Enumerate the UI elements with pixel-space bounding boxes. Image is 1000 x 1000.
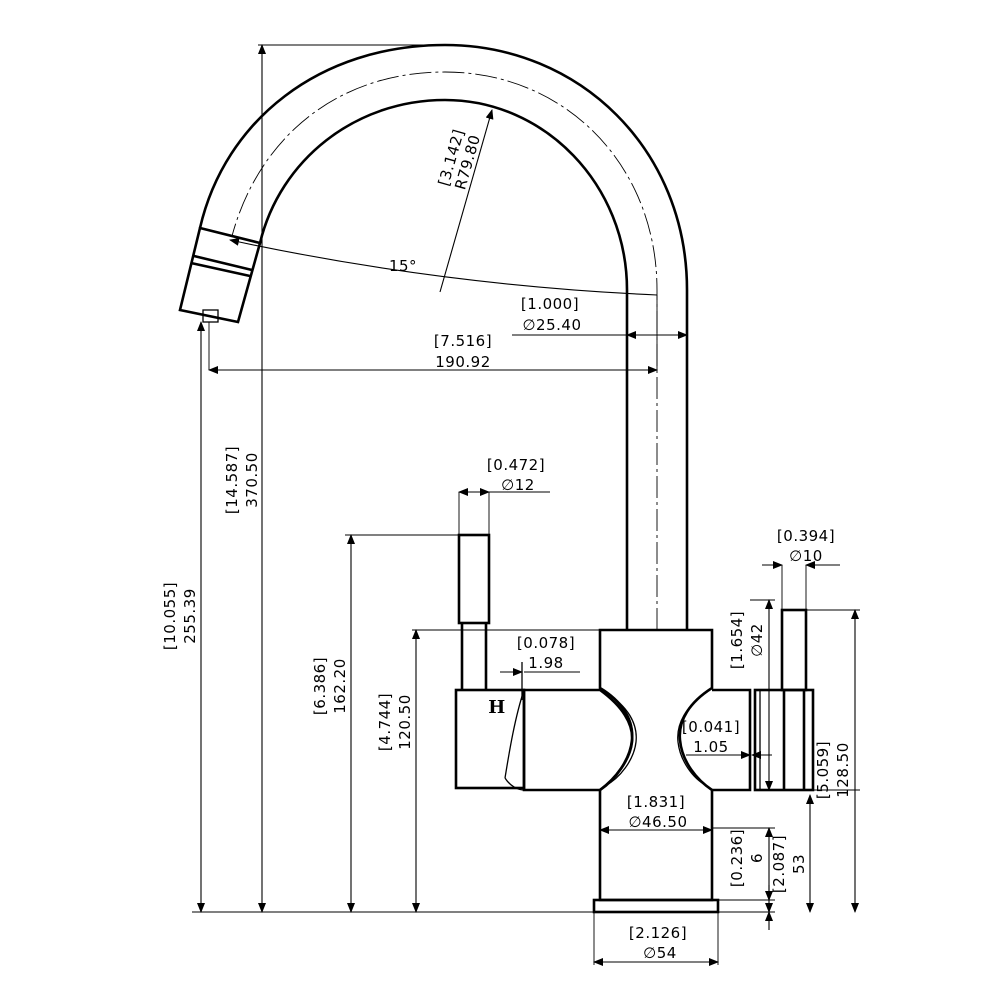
svg-text:∅25.40: ∅25.40: [522, 316, 581, 334]
svg-text:∅54: ∅54: [643, 944, 677, 962]
svg-text:6: 6: [748, 853, 766, 863]
svg-text:1.05: 1.05: [693, 738, 728, 756]
spout-dia-label: [1.000] ∅25.40: [521, 295, 581, 334]
svg-text:[1.000]: [1.000]: [521, 295, 579, 313]
dimension-labels: [1.000] ∅25.40 [7.516] 190.92 [3.142] R7…: [161, 127, 852, 962]
bend-radius-label: [3.142] R79.80: [435, 127, 484, 192]
svg-text:[0.394]: [0.394]: [777, 527, 835, 545]
aerator-tip: [202, 309, 219, 323]
svg-text:162.20: 162.20: [331, 658, 349, 714]
svg-text:[1.831]: [1.831]: [627, 793, 685, 811]
base-height-label: [2.087] 53: [770, 835, 808, 893]
svg-text:[4.744]: [4.744]: [376, 693, 394, 751]
angle-label: 15°: [389, 257, 417, 275]
body-dia-label: [1.831] ∅46.50: [627, 793, 687, 831]
svg-text:370.50: 370.50: [243, 452, 261, 508]
left-hub: [522, 688, 634, 792]
svg-text:[10.055]: [10.055]: [161, 582, 179, 650]
svg-text:[2.126]: [2.126]: [629, 924, 687, 942]
svg-text:[0.041]: [0.041]: [682, 718, 740, 736]
faucet-outline: H: [178, 43, 815, 914]
svg-text:[0.236]: [0.236]: [728, 829, 746, 887]
svg-text:53: 53: [790, 854, 808, 874]
extension-lines: [192, 44, 860, 965]
base-plate: [592, 898, 720, 914]
right-hub-dia-label: [1.654] ∅42: [728, 611, 766, 669]
svg-text:∅42: ∅42: [748, 623, 766, 657]
svg-text:[5.059]: [5.059]: [814, 741, 832, 799]
spout-centerline: [231, 71, 658, 630]
hot-indicator: H: [488, 697, 506, 718]
svg-text:[2.087]: [2.087]: [770, 835, 788, 893]
handle-offset-label: [0.078] 1.98: [517, 634, 575, 672]
svg-text:H: H: [488, 697, 506, 718]
svg-text:[0.078]: [0.078]: [517, 634, 575, 652]
svg-text:[14.587]: [14.587]: [223, 446, 241, 514]
right-lever-housing: [753, 688, 815, 792]
right-handle-dia-label: [0.394] ∅10: [777, 527, 835, 565]
handle-height-label: [6.386] 162.20: [311, 657, 349, 715]
svg-text:[0.472]: [0.472]: [487, 456, 545, 474]
svg-text:190.92: 190.92: [435, 353, 491, 371]
svg-text:[1.654]: [1.654]: [728, 611, 746, 669]
svg-text:15°: 15°: [389, 257, 417, 275]
right-hub: [712, 688, 752, 792]
dimension-lines: [197, 44, 859, 966]
svg-text:[7.516]: [7.516]: [434, 332, 492, 350]
svg-text:120.50: 120.50: [396, 694, 414, 750]
body-inner-contour: [604, 691, 637, 787]
aerator-height-label: [10.055] 255.39: [161, 582, 199, 650]
svg-text:∅10: ∅10: [789, 547, 823, 565]
svg-text:128.50: 128.50: [834, 742, 852, 798]
svg-text:255.39: 255.39: [181, 588, 199, 644]
faucet-body: [598, 628, 714, 902]
spout-inner-edge: [258, 98, 629, 630]
svg-text:[6.386]: [6.386]: [311, 657, 329, 715]
spout-outer-edge: [198, 43, 689, 630]
spray-head: [178, 226, 262, 324]
spray-head-band: [193, 254, 253, 272]
right-height-label: [5.059] 128.50: [814, 741, 852, 799]
handle-dia-label: [0.472] ∅12: [487, 456, 545, 494]
svg-text:1.98: 1.98: [528, 654, 563, 672]
base-thickness-label: [0.236] 6: [728, 829, 766, 887]
left-handle-grip: [457, 533, 491, 625]
body-height-label: [4.744] 120.50: [376, 693, 414, 751]
spout-reach-label: [7.516] 190.92: [434, 332, 492, 371]
svg-text:∅12: ∅12: [501, 476, 535, 494]
total-height-label: [14.587] 370.50: [223, 446, 261, 514]
base-dia-label: [2.126] ∅54: [629, 924, 687, 962]
right-handle-grip: [780, 608, 808, 692]
hub-gap-label: [0.041] 1.05: [682, 718, 740, 756]
svg-text:∅46.50: ∅46.50: [628, 813, 687, 831]
